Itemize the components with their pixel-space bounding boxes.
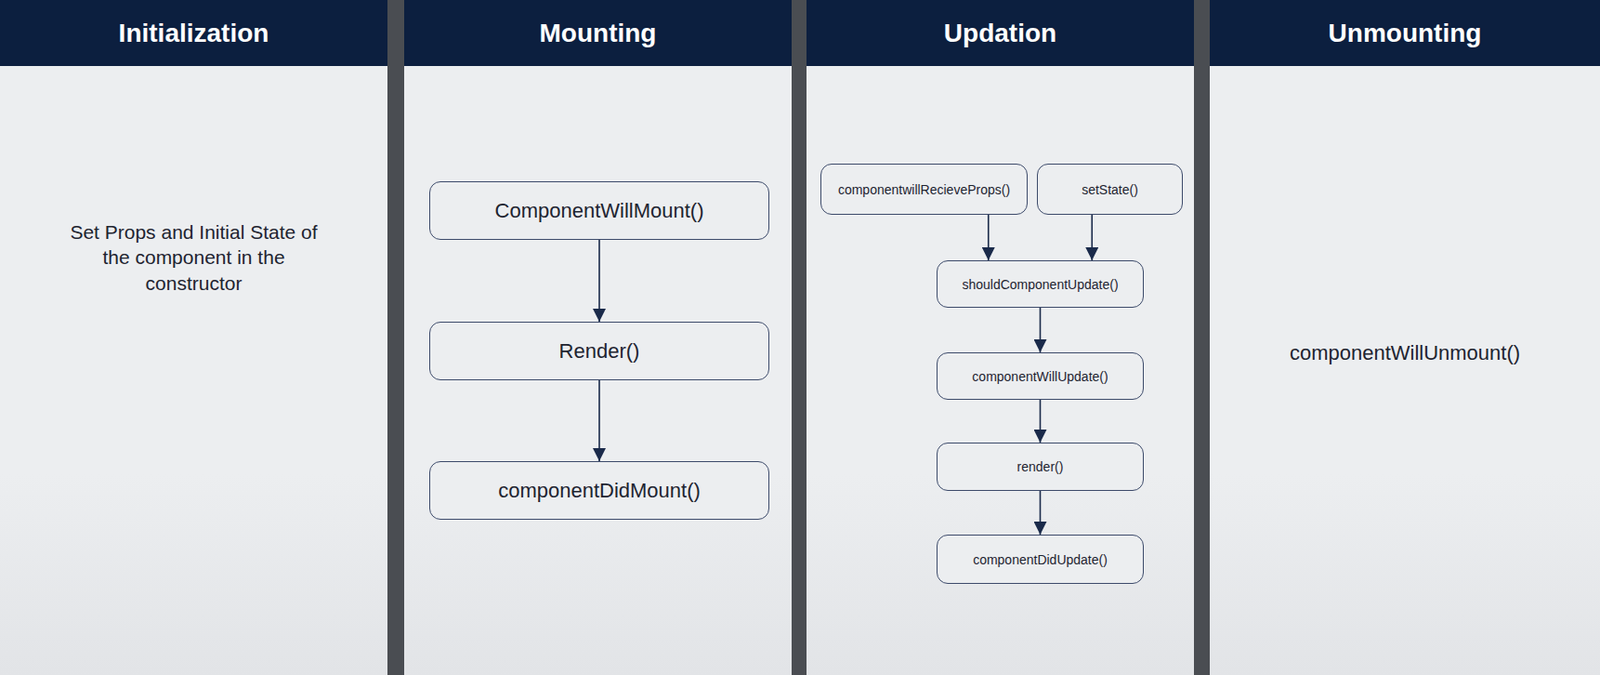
flow-arrow [598,239,601,322]
method-box: componentDidUpdate() [936,534,1144,584]
method-box: Render() [429,321,770,381]
method-name: Render() [559,339,641,364]
method-box: render() [936,442,1144,491]
method-name: setState() [1081,182,1139,197]
method-name: componentwillRecieveProps() [838,182,1010,197]
method-box: componentwillRecieveProps() [820,163,1028,215]
flow-arrow [1039,399,1042,443]
panel-note: componentWillUnmount() [1219,340,1591,368]
flow-arrow [1039,490,1042,535]
flow-arrow [1090,214,1093,261]
panel-heading: Mounting [404,0,792,66]
panel-heading: Unmounting [1209,0,1600,66]
panel-heading: Updation [806,0,1194,66]
method-box: shouldComponentUpdate() [936,260,1144,308]
method-box: setState() [1036,163,1183,215]
method-name: componentDidMount() [498,478,701,503]
flow-arrow [987,214,990,261]
lifecycle-panel: MountingComponentWillMount() Render() comp… [404,0,792,675]
panel-heading: Initialization [0,0,388,66]
method-name: componentWillUpdate() [971,368,1108,384]
panel-note: Set Props and Initial State of the compo… [54,219,334,296]
method-box: componentDidMount() [429,460,770,520]
lifecycle-panel: Updation componentwillRecieveProps() setSt… [806,0,1194,675]
lifecycle-panel: InitializationSet Props and Initial Stat… [0,0,388,675]
method-name: render() [1017,459,1064,474]
method-box: ComponentWillMount() [429,181,770,240]
method-name: shouldComponentUpdate() [961,276,1118,292]
flow-arrow [598,380,601,461]
flow-arrow [1039,307,1042,353]
method-name: componentDidUpdate() [972,551,1108,567]
method-box: componentWillUpdate() [936,352,1144,400]
lifecycle-panel: Unmounting componentWillUnmount() [1209,0,1600,675]
method-name: ComponentWillMount() [495,198,705,223]
